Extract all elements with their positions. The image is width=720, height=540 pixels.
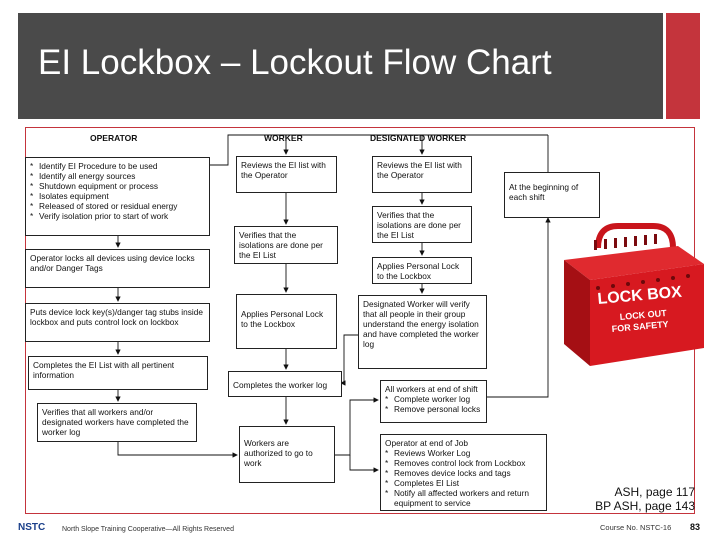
lockbox-image: LOCK BOX LOCK OUT FOR SAFETY	[564, 223, 704, 366]
worker-step-apply-lock: Applies Personal Lock to the Lockbox	[236, 294, 337, 349]
connector-d4-w4	[343, 334, 358, 383]
operator-step-ei-list: Completes the EI List with all pertinent…	[28, 356, 208, 390]
designated-step-verify: Verifies that the isolations are done pe…	[372, 206, 472, 243]
reference-ash: ASH, page 117	[614, 485, 695, 499]
page-number: 83	[690, 522, 701, 532]
operator-step-item: Identify all energy sources	[30, 171, 205, 181]
operator-step-locks: Operator locks all devices using device …	[25, 249, 210, 288]
operator-step-item: Verify isolation prior to start of work	[30, 211, 205, 221]
lockbox-label-3: FOR SAFETY	[611, 319, 669, 334]
accent-bar	[666, 13, 700, 119]
end-of-job-item: Removes device locks and tags	[385, 468, 542, 478]
column-header-operator: OPERATOR	[90, 133, 138, 143]
operator-step-verify-log: Verifies that all workers and/or designa…	[37, 403, 197, 442]
end-of-shift-item: Complete worker log	[385, 394, 482, 404]
column-header-worker: WORKER	[264, 133, 303, 143]
operator-step-identify: Identify EI Procedure to be used Identif…	[25, 157, 210, 236]
footer-organization: North Slope Training Cooperative—All Rig…	[62, 526, 234, 533]
arrow-work-endjob	[349, 455, 379, 473]
arrow-op5-work	[117, 442, 238, 458]
end-of-job-item: Removes control lock from Lockbox	[385, 458, 542, 468]
worker-step-authorized: Workers are authorized to go to work	[239, 426, 335, 483]
shift-start-step: At the beginning of each shift	[504, 172, 600, 218]
end-of-shift-item: Remove personal locks	[385, 404, 482, 414]
title-banner	[18, 13, 663, 119]
course-number: Course No. NSTC-16	[600, 523, 672, 532]
end-of-job-item: Completes EI List	[385, 478, 542, 488]
arrow-op1-worker	[210, 134, 289, 166]
worker-step-verify: Verifies that the isolations are done pe…	[234, 226, 338, 264]
worker-step-log: Completes the worker log	[228, 371, 342, 397]
slide-title: EI Lockbox – Lockout Flow Chart	[38, 43, 552, 82]
end-of-job-step: Operator at end of Job Reviews Worker Lo…	[380, 434, 547, 511]
worker-step-review: Reviews the EI list with the Operator	[236, 156, 337, 193]
designated-step-apply-lock: Applies Personal Lock to the Lockbox	[372, 257, 472, 284]
designated-step-review: Reviews the EI list with the Operator	[372, 156, 472, 193]
end-of-job-list: Reviews Worker Log Removes control lock …	[385, 448, 542, 508]
end-of-job-item: Reviews Worker Log	[385, 448, 542, 458]
operator-step-item: Released of stored or residual energy	[30, 201, 205, 211]
arrow-endshift-shift	[487, 217, 551, 398]
end-of-shift-step: All workers at end of shift Complete wor…	[380, 380, 487, 423]
operator-step-item: Isolates equipment	[30, 191, 205, 201]
end-of-job-item: Notify all affected workers and return e…	[385, 488, 542, 508]
end-of-shift-list: Complete worker log Remove personal lock…	[385, 394, 482, 414]
operator-step-item: Identify EI Procedure to be used	[30, 161, 205, 171]
designated-step-verify-group: Designated Worker will verify that all p…	[358, 295, 487, 369]
lockbox-label-2: LOCK OUT	[619, 308, 667, 322]
arrow-work-endshift	[335, 397, 379, 456]
nstc-logo: NSTC	[18, 522, 46, 533]
column-header-designated: DESIGNATED WORKER	[370, 133, 467, 143]
operator-step-item: Shutdown equipment or process	[30, 181, 205, 191]
operator-step-list: Identify EI Procedure to be used Identif…	[30, 161, 205, 221]
end-of-shift-heading: All workers at end of shift	[385, 384, 478, 394]
operator-step-lockbox: Puts device lock key(s)/danger tag stubs…	[25, 303, 210, 342]
end-of-job-heading: Operator at end of Job	[385, 438, 469, 448]
reference-bp-ash: BP ASH, page 143	[595, 499, 695, 513]
